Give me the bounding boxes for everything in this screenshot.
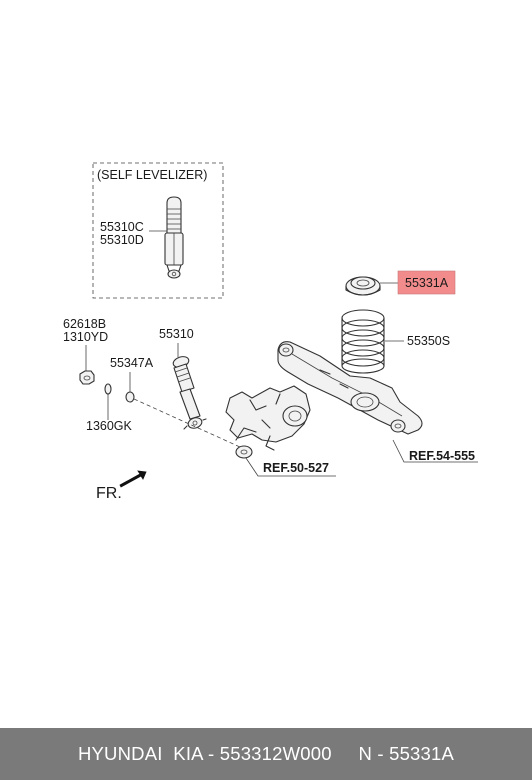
footer-text: HYUNDAI KIA - 553312W000 N - 55331A bbox=[77, 743, 455, 764]
label-55350s: 55350S bbox=[407, 334, 450, 348]
highlight-55331a bbox=[397, 270, 456, 295]
self-levelizer-group-box bbox=[92, 162, 224, 299]
parts-diagram: (SELF LEVELIZER) 55310C 55310D 62618B 13… bbox=[63, 162, 478, 502]
part-number-footer: HYUNDAI KIA - 553312W000 N - 55331A bbox=[0, 728, 532, 780]
leader-ref-54-555 bbox=[392, 439, 478, 463]
spring-seat-drawing bbox=[345, 276, 381, 296]
rear-knuckle-drawing bbox=[225, 385, 311, 459]
coil-spring-drawing bbox=[341, 309, 385, 374]
label-55310: 55310 bbox=[159, 327, 194, 341]
label-55310c: 55310C bbox=[100, 220, 144, 234]
mounting-axis-line bbox=[133, 398, 241, 448]
bolt-drawing bbox=[104, 383, 112, 395]
label-1310yd: 1310YD bbox=[63, 330, 108, 344]
label-1360gk: 1360GK bbox=[86, 419, 133, 433]
leader-ref-50-527 bbox=[245, 457, 336, 477]
flange-nut-drawing bbox=[79, 370, 95, 385]
front-arrow-icon bbox=[119, 470, 147, 488]
label-55331a: 55331A bbox=[405, 276, 449, 290]
self-levelizer-title: (SELF LEVELIZER) bbox=[97, 168, 207, 182]
label-62618b: 62618B bbox=[63, 317, 106, 331]
lower-control-arm-drawing bbox=[277, 341, 423, 435]
washer-drawing bbox=[125, 391, 135, 403]
shock-absorber-drawing bbox=[172, 356, 207, 430]
label-55310d: 55310D bbox=[100, 233, 144, 247]
ref-54-555: REF.54-555 bbox=[409, 449, 475, 463]
label-55347a: 55347A bbox=[110, 356, 154, 370]
ref-50-527: REF.50-527 bbox=[263, 461, 329, 475]
front-label: FR. bbox=[96, 485, 122, 502]
self-levelizer-shock-drawing bbox=[149, 196, 184, 279]
